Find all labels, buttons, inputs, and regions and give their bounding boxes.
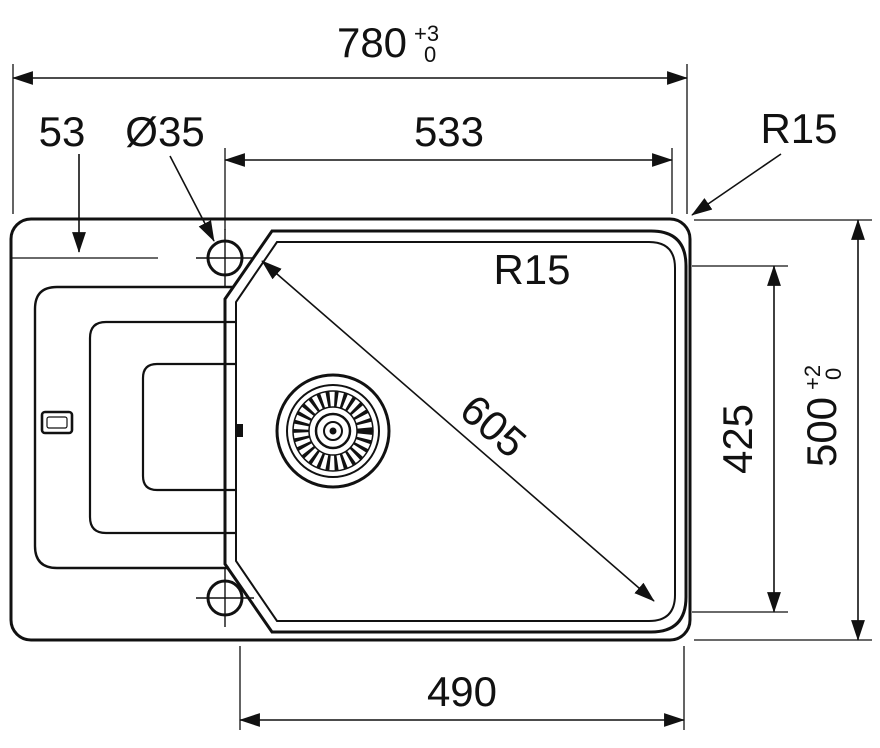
dim-bowl-diagonal: R15 605 [261, 246, 655, 602]
dim-490-label: 490 [427, 668, 497, 715]
overflow-slot-inner [46, 416, 68, 429]
dim-500-tol-upper: +2 [800, 365, 825, 390]
dim-hole-diameter: Ø35 [125, 108, 215, 242]
bowl [223, 229, 688, 634]
drain-center-dot [329, 427, 337, 435]
leader-line [169, 155, 215, 242]
dim-605-label: 605 [451, 385, 535, 466]
dim-r15-outer-label: R15 [760, 105, 837, 152]
tap-hole-bottom [196, 569, 254, 627]
dim-500-label: 500 [798, 397, 845, 467]
dim-bowl-width-bottom: 490 [239, 646, 685, 730]
diagonal-dimension-line [261, 260, 655, 602]
bowl-outer-rim [223, 229, 688, 634]
dim-tap-offset: 53 [12, 108, 158, 259]
dim-53-label: 53 [39, 108, 86, 155]
dim-780-tol-upper: +3 [414, 21, 439, 46]
dim-d35-label: Ø35 [125, 108, 204, 155]
dim-780-label: 780 [337, 19, 407, 66]
drainboard [33, 285, 236, 570]
dim-500-tol-lower: 0 [821, 368, 846, 380]
sink-outline [9, 217, 692, 642]
dim-r15-inner-label: R15 [493, 246, 570, 293]
dim-bowl-height: 425 [692, 265, 788, 613]
dim-425-label: 425 [714, 404, 761, 474]
dim-overall-width: 780 +3 0 [12, 19, 688, 214]
drainboard-inner-contour [141, 362, 236, 492]
edge-notch-mark [236, 424, 243, 437]
drainboard-middle-contour [88, 320, 236, 535]
dim-bowl-width-top: 533 [224, 108, 673, 230]
bowl-inner-rim [235, 241, 676, 622]
dim-overall-depth: 500 +2 0 [694, 219, 872, 641]
dim-780-tol-lower: 0 [424, 42, 436, 67]
drainboard-outer-contour [33, 285, 233, 570]
tap-hole-top [196, 229, 254, 287]
dim-533-label: 533 [414, 108, 484, 155]
dim-outer-radius: R15 [691, 105, 838, 216]
overflow-slot [40, 410, 74, 435]
leader-line [691, 153, 782, 216]
drain-assembly [275, 373, 391, 489]
